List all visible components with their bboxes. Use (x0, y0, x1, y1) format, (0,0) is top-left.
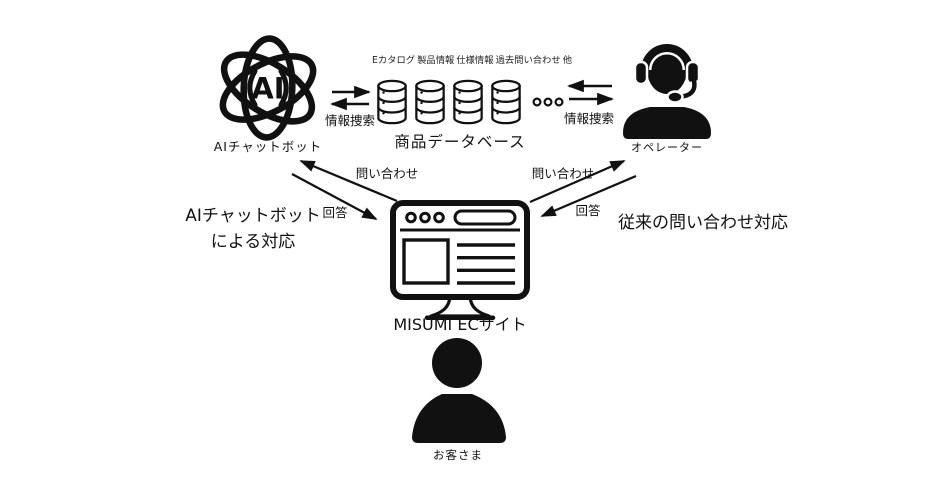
source-tag: 他 (562, 55, 572, 66)
customer-label: お客さま (433, 448, 483, 462)
ai-chatbot-label: AIチャットボット (213, 139, 323, 154)
customer-person-icon (410, 336, 510, 448)
answer-right-arrow (540, 174, 637, 218)
ec-site-monitor-icon (389, 199, 531, 325)
search-left-label: 情報捜索 (324, 113, 375, 128)
ai-response-caption: AIチャットボット による対応 (166, 204, 340, 255)
database-cylinder-icon (453, 79, 483, 125)
ai-response-caption-line2: による対応 (210, 231, 296, 252)
operator-headset-icon (620, 33, 714, 143)
inquiry-right-arrow (529, 159, 626, 204)
answer-right-label: 回答 (575, 203, 601, 218)
search-right-label: 情報捜索 (563, 111, 614, 126)
inquiry-right-label: 問い合わせ (531, 166, 595, 181)
source-tag: 仕様情報 (456, 55, 494, 66)
answer-left-label: 回答 (322, 205, 348, 220)
ellipsis-dots-icon (532, 97, 564, 107)
operator-label: オペレーター (631, 141, 703, 154)
traditional-response-caption: 従来の問い合わせ対応 (618, 213, 788, 233)
inquiry-left-label: 問い合わせ (355, 166, 419, 181)
source-tag: 過去問い合わせ (495, 55, 561, 66)
ec-site-label: MISUMI ECサイト (393, 315, 527, 334)
ai-chatbot-icon: AI (212, 32, 324, 148)
answer-left-arrow (291, 173, 378, 220)
database-cylinder-icon (377, 79, 407, 125)
database-icons (376, 79, 522, 125)
ai-icon-text: AI (251, 71, 284, 105)
inquiry-left-arrow (299, 159, 398, 203)
ai-response-caption-line1: AIチャットボット (185, 206, 321, 226)
source-tag: Eカタログ (372, 55, 416, 66)
product-database-label: 商品データベース (394, 133, 526, 151)
database-sources: Eカタログ 製品情報 仕様情報 過去問い合わせ 他 (372, 55, 572, 67)
database-cylinder-icon (415, 79, 445, 125)
source-tag: 製品情報 (417, 55, 455, 66)
database-cylinder-icon (491, 79, 521, 125)
